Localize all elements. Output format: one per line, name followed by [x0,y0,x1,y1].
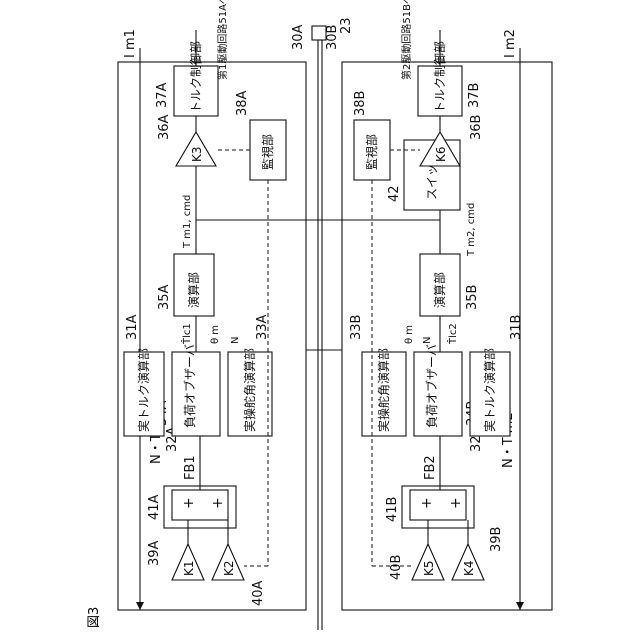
svg-text:監視部: 監視部 [364,134,379,170]
id-33b: 33B [349,315,364,340]
id-36b: 36B [469,115,484,140]
svg-text:+: + [181,497,197,509]
svg-text:実操舵角演算部: 実操舵角演算部 [242,348,257,432]
signal-theta-m-a: θ m [210,325,221,344]
id-37b: 37B [467,83,482,108]
id-42: 42 [387,185,402,202]
svg-text:+: + [448,497,464,509]
svg-text:K5: K5 [422,560,436,576]
svg-text:実操舵角演算部: 実操舵角演算部 [376,348,391,432]
id-37a: 37A [155,82,170,108]
id-36a: 36A [157,114,172,140]
id-30b: 30B [325,25,340,50]
id-38b: 38B [353,91,368,116]
id-40a: 40A [251,580,266,606]
signal-to-drive-a: 第1駆動回路51Aへ [216,0,229,80]
svg-text:監視部: 監視部 [260,134,275,170]
signal-n-a: N [230,337,241,344]
svg-text:負荷オブザーバ: 負荷オブザーバ [424,344,439,428]
svg-text:K1: K1 [182,560,196,576]
figure-label: 図3 [87,607,102,628]
signal-fb2: FB2 [423,455,438,480]
id-39a: 39A [147,540,162,566]
id-39b: 39B [489,527,504,552]
svg-text:K4: K4 [462,560,476,576]
signal-tlc1: T̂lc1 [180,323,193,345]
signal-n-b: N [422,337,433,344]
svg-text:演算部: 演算部 [186,272,201,308]
signal-theta-m-b: θ m [404,325,415,344]
signal-im2: I m2 [503,29,518,58]
id-35b: 35B [465,285,480,310]
id-41a: 41A [147,494,162,520]
signal-to-drive-b: 第2駆動回路51Bへ [400,0,413,80]
id-23: 23 [339,17,354,34]
svg-text:負荷オブザーバ: 負荷オブザーバ [182,344,197,428]
svg-text:実トルク演算部: 実トルク演算部 [482,348,497,432]
svg-text:演算部: 演算部 [432,272,447,308]
id-40b: 40B [389,555,404,580]
signal-tm1cmd: T m1, cmd [182,195,193,249]
id-31a: 31A [125,314,140,340]
signal-tlc2: T̂lc2 [446,323,459,345]
id-41b: 41B [385,497,400,522]
id-35a: 35A [157,284,172,310]
signal-fb1: FB1 [183,455,198,480]
comm-23 [312,26,326,40]
id-30a: 30A [291,24,306,50]
signal-im1: I m1 [123,29,138,58]
id-38a: 38A [235,90,250,116]
svg-text:実トルク演算部: 実トルク演算部 [136,348,151,432]
svg-text:K6: K6 [434,146,448,162]
svg-text:+: + [210,497,226,509]
id-31b: 31B [509,315,524,340]
signal-tm2cmd: T m2, cmd [466,203,477,257]
svg-text:+: + [419,497,435,509]
svg-text:K3: K3 [190,146,204,162]
svg-text:K2: K2 [222,560,236,576]
